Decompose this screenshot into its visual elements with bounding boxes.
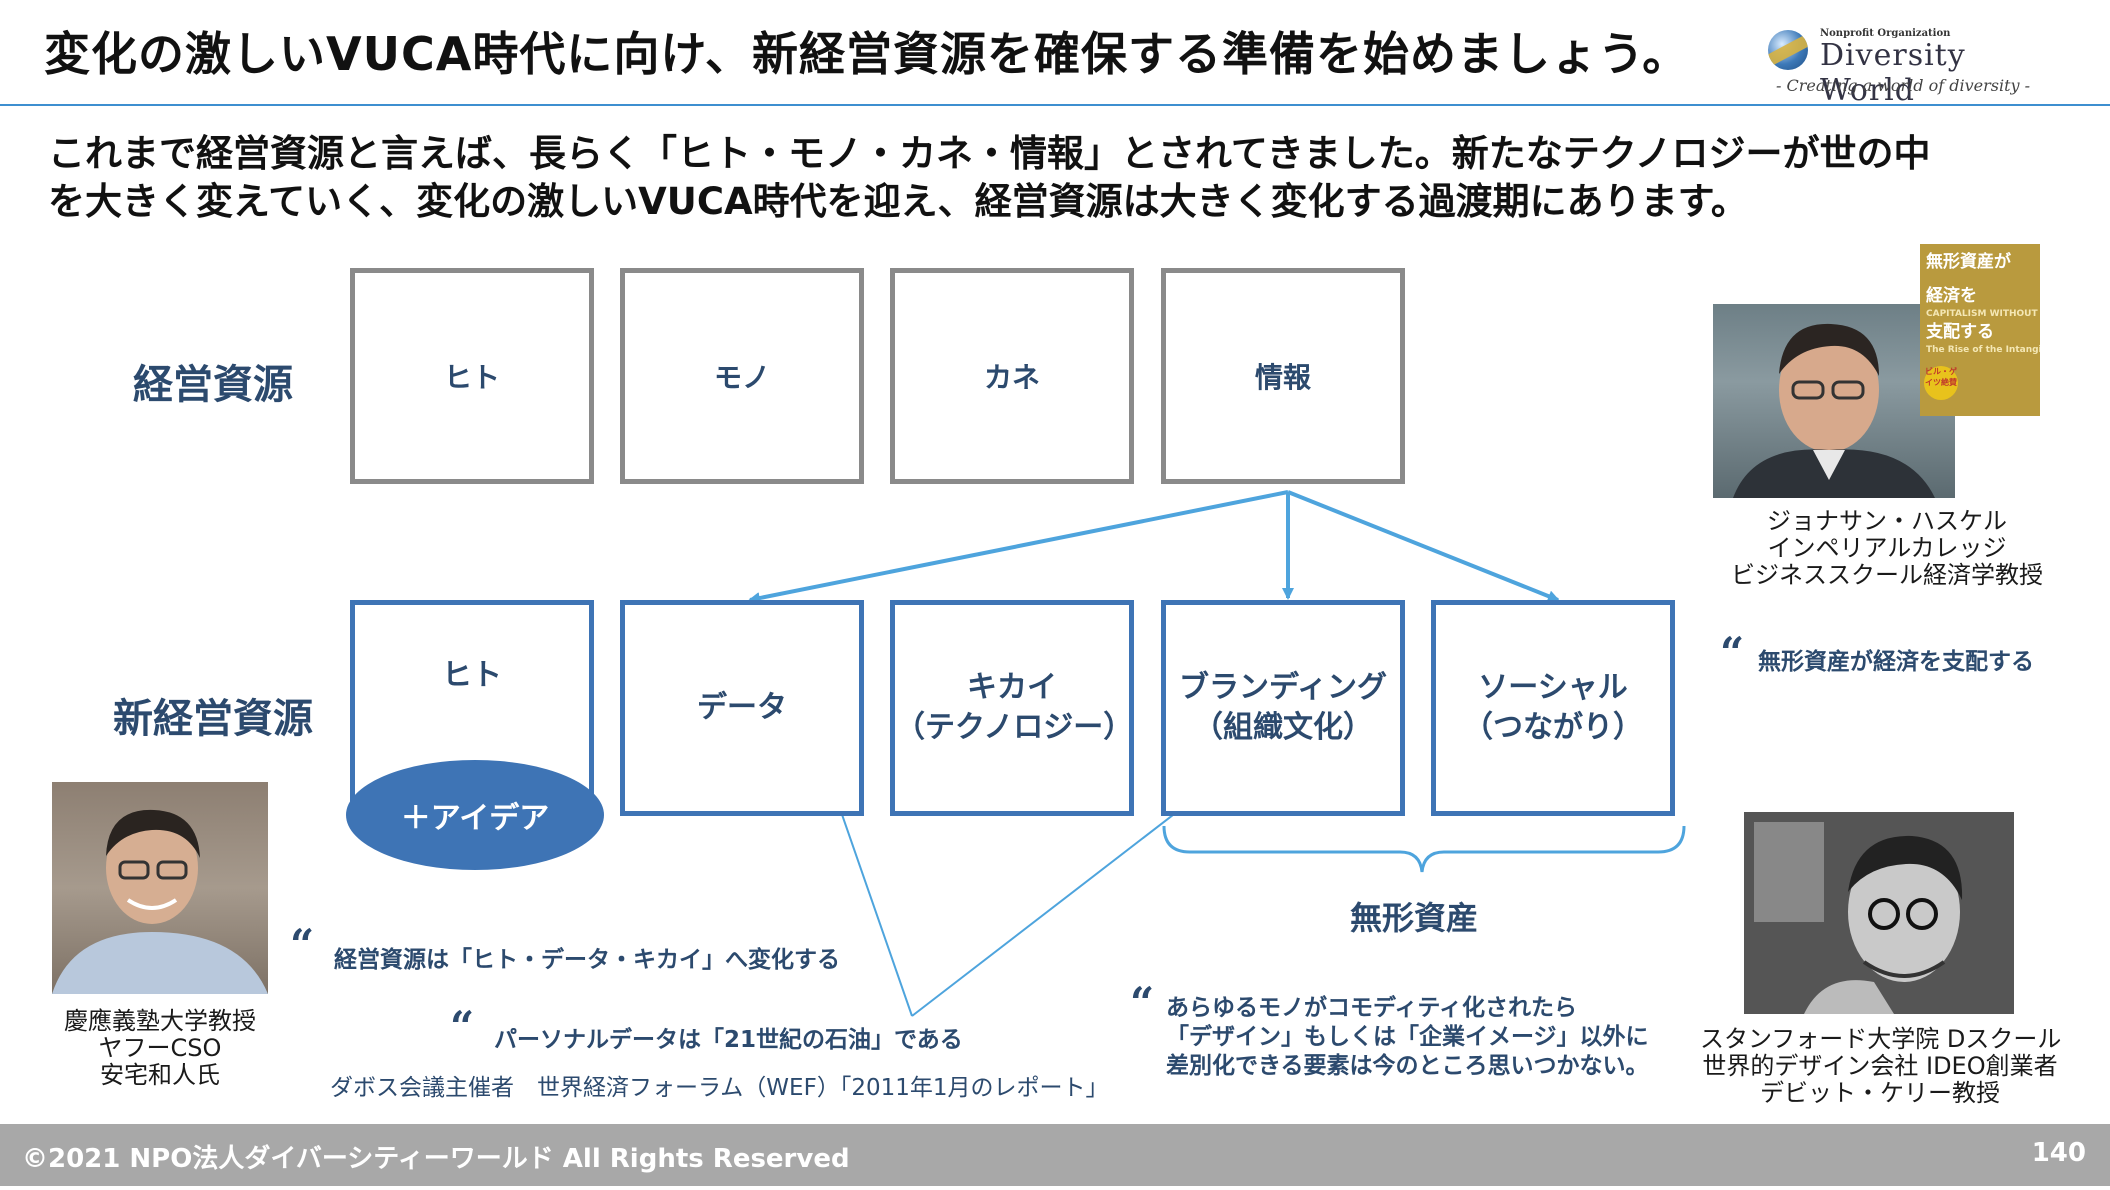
new-box-line1: ソーシャル bbox=[1478, 670, 1628, 705]
book-en-title: CAPITALISM WITHOUT CAPITAL bbox=[1926, 309, 2040, 319]
book-title-1: 無形資産が bbox=[1926, 252, 2011, 272]
new-box-machine: キカイ （テクノロジー） bbox=[890, 600, 1134, 816]
caption-line: 世界的デザイン会社 IDEO創業者 bbox=[1702, 1052, 2058, 1080]
new-box-line2: （テクノロジー） bbox=[895, 710, 1134, 745]
intro-paragraph: これまで経営資源と言えば、長らく「ヒト・モノ・カネ・情報」とされてきました。新た… bbox=[48, 130, 2068, 226]
quote-line: 差別化できる要素は今のところ思いつかない。 bbox=[1166, 1053, 1649, 1079]
book-title-2: 経済を bbox=[1926, 286, 1977, 306]
globe-icon bbox=[1768, 30, 1808, 70]
caption-line: 安宅和人氏 bbox=[100, 1061, 220, 1089]
old-box-label: 情報 bbox=[1254, 361, 1311, 394]
caption-line: ビジネススクール経済学教授 bbox=[1731, 561, 2043, 589]
new-box-branding: ブランディング （組織文化） bbox=[1161, 600, 1405, 816]
caption-line: ヤフーCSO bbox=[98, 1034, 222, 1062]
caption-line: インペリアルカレッジ bbox=[1767, 534, 2007, 562]
new-resources-label: 新経営資源 bbox=[113, 696, 313, 742]
old-box-label: モノ bbox=[713, 361, 770, 394]
yasutake-quote: 経営資源は「ヒト・データ・キカイ」へ変化する bbox=[334, 947, 840, 973]
quote-mark-icon: “ bbox=[290, 920, 315, 969]
pointer-data-line bbox=[829, 779, 913, 1017]
logo-subtitle: Nonprofit Organization bbox=[1820, 28, 1951, 39]
footer-bar bbox=[0, 1124, 2110, 1186]
kelley-photo bbox=[1744, 812, 2014, 1014]
copyright: ©2021 NPO法人ダイバーシティーワールド All Rights Reser… bbox=[22, 1144, 850, 1174]
new-box-label: キカイ （テクノロジー） bbox=[895, 668, 1134, 748]
yasutake-caption: 慶應義塾大学教授 ヤフーCSO 安宅和人氏 bbox=[30, 1008, 290, 1089]
quote-line: 「デザイン」もしくは「企業イメージ」以外に bbox=[1166, 1024, 1649, 1050]
page-number: 140 bbox=[2031, 1138, 2086, 1168]
quote-line: あらゆるモノがコモディティ化されたら bbox=[1166, 995, 1578, 1021]
book-badge: ビル・ゲイツ絶賛 bbox=[1924, 366, 1958, 400]
book-title-3: 支配する bbox=[1926, 322, 1994, 342]
logo-tagline: - Creating a world of diversity - bbox=[1776, 76, 2031, 95]
org-logo: Nonprofit Organization Diversity World -… bbox=[1760, 22, 2070, 108]
new-box-label: ヒト bbox=[442, 656, 502, 696]
portrait-silhouette-icon bbox=[1733, 323, 1935, 498]
kelley-caption: スタンフォード大学院 Dスクール 世界的デザイン会社 IDEO創業者 デビット・… bbox=[1700, 1025, 2062, 1107]
haskel-photo bbox=[1713, 304, 1955, 498]
portrait-silhouette-icon bbox=[52, 809, 268, 994]
new-box-line1: ブランディング bbox=[1179, 670, 1387, 705]
old-box-people: ヒト bbox=[350, 268, 594, 484]
new-box-line2: （組織文化） bbox=[1193, 710, 1373, 745]
new-box-label: ソーシャル （つながり） bbox=[1463, 668, 1643, 748]
quote-mark-icon: “ bbox=[1130, 978, 1155, 1027]
book-en-subtitle: The Rise of the Intangible Economy bbox=[1926, 345, 2040, 355]
new-box-label: データ bbox=[697, 688, 787, 728]
old-box-things: モノ bbox=[620, 268, 864, 484]
new-box-line1: データ bbox=[697, 690, 787, 725]
new-box-line1: キカイ bbox=[967, 670, 1057, 705]
intangible-brace bbox=[1162, 825, 1686, 873]
new-box-social: ソーシャル （つながり） bbox=[1431, 600, 1675, 816]
logo-name: Diversity World bbox=[1820, 38, 1966, 108]
yasutake-photo bbox=[52, 782, 268, 994]
new-box-label: ブランディング （組織文化） bbox=[1179, 668, 1387, 748]
old-box-label: ヒト bbox=[443, 361, 500, 394]
intangible-assets-label: 無形資産 bbox=[1350, 899, 1479, 937]
caption-line: デビット・ケリー教授 bbox=[1760, 1079, 2000, 1107]
haskel-quote: 無形資産が経済を支配する bbox=[1758, 649, 2034, 675]
wef-quote: パーソナルデータは「21世紀の石油」である bbox=[494, 1027, 963, 1053]
idea-oval: ＋アイデア bbox=[346, 760, 604, 870]
old-resources-label: 経営資源 bbox=[133, 362, 293, 408]
slide-title: 変化の激しいVUCA時代に向け、新経営資源を確保する準備を始めましょう。 bbox=[44, 27, 1690, 81]
title-divider bbox=[0, 104, 2110, 106]
caption-line: スタンフォード大学院 Dスクール bbox=[1700, 1025, 2062, 1053]
arrow-to-social bbox=[1287, 490, 1560, 602]
old-box-money: カネ bbox=[890, 268, 1134, 484]
intro-line-2: を大きく変えていく、変化の激しいVUCA時代を迎え、経営資源は大きく変化する過渡… bbox=[48, 180, 1748, 223]
portrait-silhouette-icon bbox=[1744, 812, 2014, 1014]
book-cover: 無形資産が 経済を CAPITALISM WITHOUT CAPITAL 支配す… bbox=[1920, 244, 2040, 416]
new-box-line1: ヒト bbox=[442, 658, 502, 693]
caption-line: ジョナサン・ハスケル bbox=[1767, 507, 2007, 535]
new-box-data: データ bbox=[620, 600, 864, 816]
intro-line-1: これまで経営資源と言えば、長らく「ヒト・モノ・カネ・情報」とされてきました。新た… bbox=[48, 132, 1931, 175]
quote-mark-icon: “ bbox=[450, 1002, 475, 1051]
haskel-caption: ジョナサン・ハスケル インペリアルカレッジ ビジネススクール経済学教授 bbox=[1710, 508, 2064, 589]
old-box-label: カネ bbox=[983, 361, 1040, 394]
old-box-information: 情報 bbox=[1161, 268, 1405, 484]
new-box-line2: （つながり） bbox=[1463, 710, 1643, 745]
arrow-to-data bbox=[748, 490, 1289, 604]
quote-mark-icon: “ bbox=[1720, 628, 1745, 677]
caption-line: 慶應義塾大学教授 bbox=[64, 1007, 256, 1035]
wef-source: ダボス会議主催者 世界経済フォーラム（WEF）「2011年1月のレポート」 bbox=[330, 1075, 1109, 1101]
kelley-quote: あらゆるモノがコモディティ化されたら 「デザイン」もしくは「企業イメージ」以外に… bbox=[1166, 994, 1649, 1081]
pointer-branding-line bbox=[911, 787, 1209, 1017]
